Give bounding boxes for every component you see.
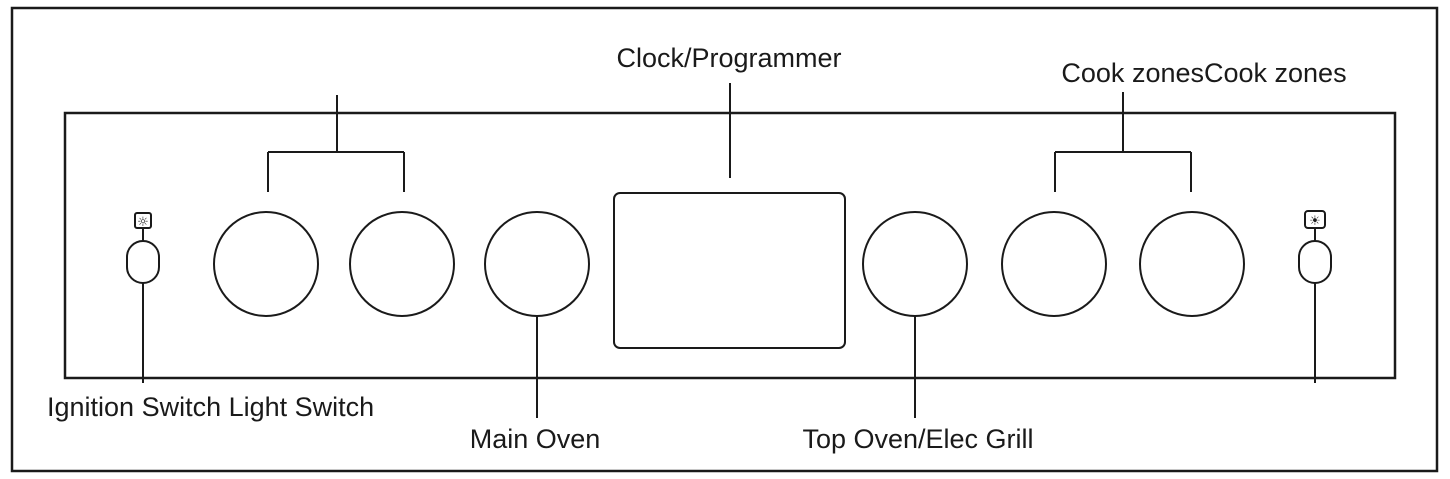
light-switch: ☀ bbox=[1298, 210, 1332, 383]
ignition-switch-knob bbox=[126, 240, 160, 284]
clock-programmer-label: Clock/Programmer bbox=[616, 43, 841, 73]
cook-zones-label: Cook zonesCook zones bbox=[1061, 58, 1346, 88]
svg-text:☼: ☼ bbox=[137, 215, 149, 230]
light-switch-knob bbox=[1298, 240, 1332, 284]
right-cook-zones-bracket bbox=[1054, 92, 1192, 192]
svg-text:☀: ☀ bbox=[1309, 214, 1321, 229]
ignition-light-switch-label: Ignition Switch Light Switch bbox=[47, 392, 374, 422]
clock-programmer-display bbox=[613, 192, 846, 349]
top-oven-label: Top Oven/Elec Grill bbox=[802, 424, 1033, 454]
ignition-switch: ☼ bbox=[126, 212, 160, 383]
main-oven-label: Main Oven bbox=[470, 424, 601, 454]
outer-frame bbox=[10, 6, 1439, 473]
left-cook-zones-bracket bbox=[267, 95, 405, 192]
main-oven-knob bbox=[484, 211, 590, 317]
cook-zone-knob-2 bbox=[349, 211, 455, 317]
cook-zone-knob-4 bbox=[1139, 211, 1245, 317]
cook-zone-knob-1 bbox=[213, 211, 319, 317]
cook-zone-knob-3 bbox=[1001, 211, 1107, 317]
top-oven-knob bbox=[862, 211, 968, 317]
